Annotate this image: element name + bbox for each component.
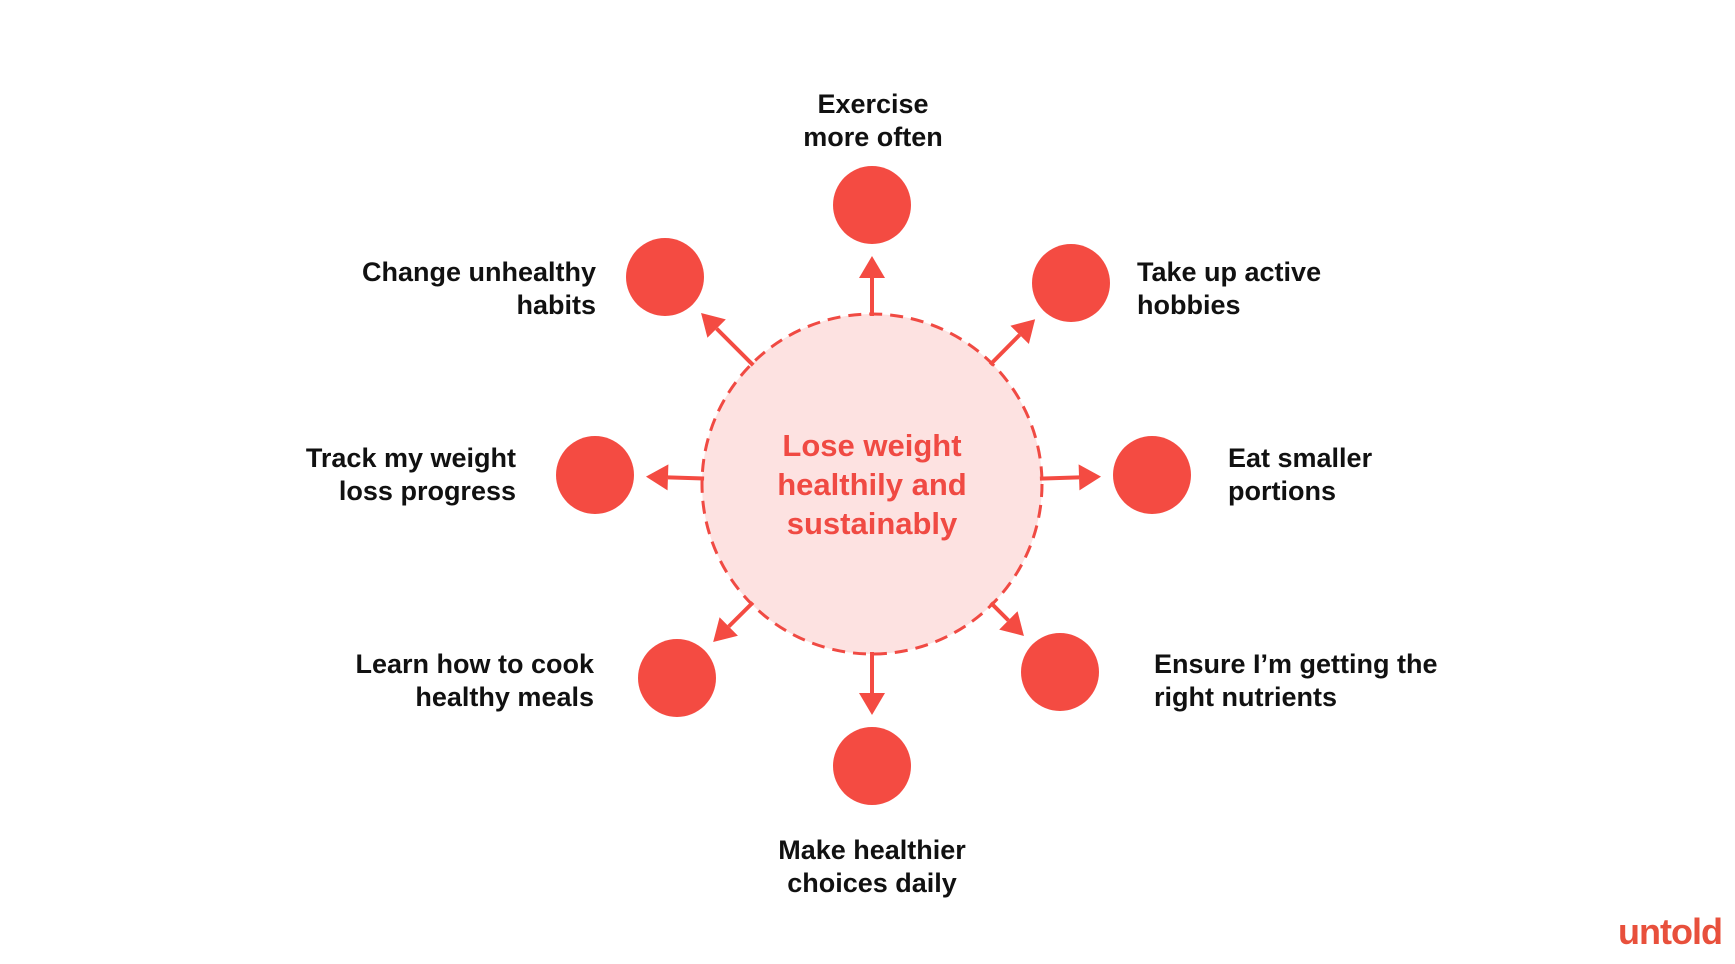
node-circle-portions: [1113, 436, 1191, 514]
nodes-layer: [556, 166, 1191, 805]
arrow-shaft-nutrients: [989, 601, 1010, 622]
node-circle-hobbies: [1032, 244, 1110, 322]
center-goal-line-1: Lose weight: [782, 428, 962, 463]
arrow-shaft-portions: [1039, 475, 1080, 481]
arrow-shaft-habits: [715, 327, 755, 367]
arrow-shaft-hobbies: [988, 333, 1022, 367]
label-cook-line-2: healthy meals: [415, 682, 594, 712]
arrow-head-habits: [701, 313, 726, 338]
arrow-head-cook: [713, 617, 738, 643]
untold-logo: untold: [1618, 911, 1723, 952]
arrow-head-track: [645, 464, 669, 491]
node-circle-nutrients: [1021, 633, 1099, 711]
node-circle-cook: [638, 639, 716, 717]
label-choices-line-2: choices daily: [787, 868, 957, 898]
label-habits: Change unhealthy habits: [286, 256, 596, 322]
label-exercise: Exercise more often: [798, 88, 948, 154]
label-habits-line-2: habits: [516, 290, 596, 320]
label-portions: Eat smaller portions: [1228, 442, 1372, 508]
label-portions-line-1: Eat smaller: [1228, 443, 1373, 473]
label-hobbies: Take up active hobbies: [1137, 256, 1321, 322]
arrow-head-exercise: [859, 256, 885, 278]
node-circle-exercise: [833, 166, 911, 244]
label-portions-line-2: portions: [1228, 476, 1336, 506]
label-cook-line-1: Learn how to cook: [355, 649, 594, 679]
label-nutrients-line-2: right nutrients: [1154, 682, 1337, 712]
center-goal-line-2: healthily and: [777, 467, 967, 502]
label-choices: Make healthier choices daily: [752, 834, 992, 900]
node-circle-habits: [626, 238, 704, 316]
label-nutrients: Ensure I’m getting the right nutrients: [1154, 648, 1438, 714]
arrow-head-portions: [1078, 464, 1102, 491]
label-exercise-line-1: Exercise: [817, 89, 929, 119]
arrow-head-hobbies: [1010, 319, 1036, 345]
node-circle-choices: [833, 727, 911, 805]
arrow-shaft-track: [667, 475, 705, 481]
label-hobbies-line-2: hobbies: [1137, 290, 1241, 320]
center-goal-line-3: sustainably: [786, 506, 958, 541]
arrow-head-choices: [859, 693, 885, 715]
label-track-line-1: Track my weight: [305, 443, 516, 473]
label-habits-line-1: Change unhealthy: [361, 257, 596, 287]
label-choices-line-1: Make healthier: [778, 835, 966, 865]
center-goal-label: Lose weight healthily and sustainably: [742, 426, 1002, 543]
arrow-head-nutrients: [999, 611, 1024, 636]
label-cook: Learn how to cook healthy meals: [292, 648, 594, 714]
arrow-shaft-cook: [727, 601, 755, 628]
node-circle-track: [556, 436, 634, 514]
spokes-layer: [645, 256, 1102, 715]
label-track: Track my weight loss progress: [232, 442, 516, 508]
label-exercise-line-2: more often: [803, 122, 943, 152]
label-nutrients-line-1: Ensure I’m getting the: [1154, 649, 1438, 679]
label-track-line-2: loss progress: [338, 476, 516, 506]
label-hobbies-line-1: Take up active: [1137, 257, 1322, 287]
